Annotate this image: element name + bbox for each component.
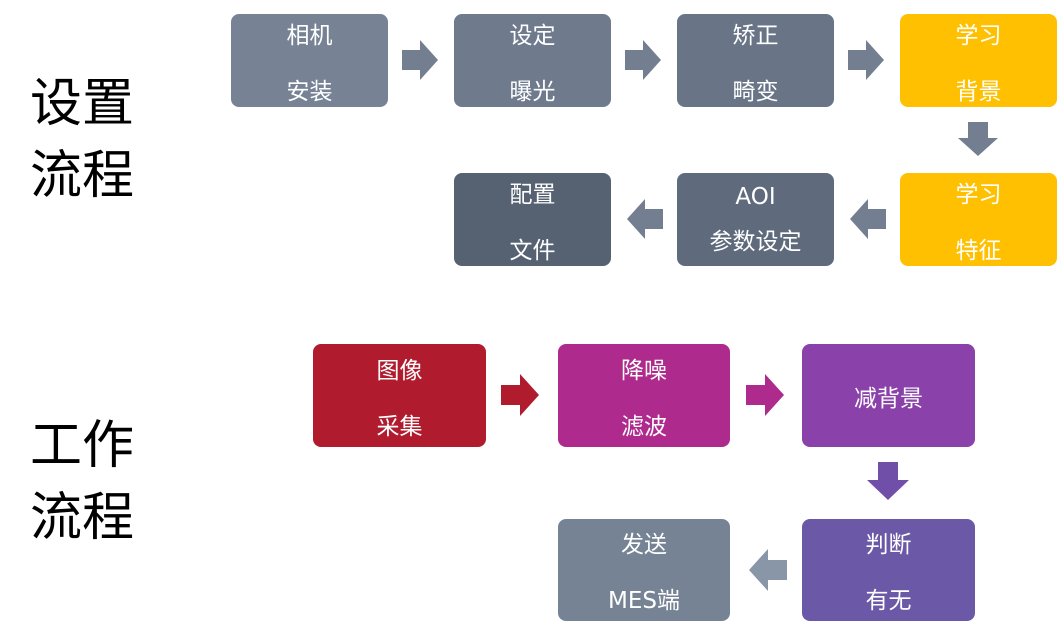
arrow-shape: [867, 462, 909, 500]
step-label-line1: 相机: [286, 22, 333, 49]
setup-title-line2: 流程: [30, 146, 135, 206]
arrow-down-icon: [867, 462, 909, 500]
step-image-capture: 图像 采集: [313, 344, 486, 447]
step-denoise-filter: 降噪 滤波: [558, 344, 730, 447]
step-label-line1: AOI: [735, 183, 776, 210]
work-flow-title: 工作 流程: [30, 410, 140, 554]
step-label-line1: 发送: [621, 532, 667, 558]
step-label-line2: 畸变: [732, 78, 779, 105]
step-label-line1: 减背景: [854, 385, 923, 412]
arrow-shape: [627, 199, 663, 239]
step-label-line1: 图像: [376, 357, 423, 384]
arrow-right-icon: [746, 374, 784, 416]
arrow-shape: [501, 374, 539, 416]
step-label-line2: 滤波: [621, 413, 667, 440]
step-label-line2: 安装: [286, 78, 333, 105]
step-label-line2: 有无: [865, 588, 912, 614]
step-label-line2: 背景: [955, 78, 1002, 105]
step-label-line1: 判断: [865, 532, 912, 558]
arrow-right-icon: [402, 40, 438, 80]
step-judge-presence: 判断 有无: [802, 519, 975, 621]
arrow-shape: [850, 199, 886, 239]
arrow-shape: [848, 40, 884, 80]
arrow-shape: [625, 40, 661, 80]
step-learn-features: 学习 特征: [900, 173, 1057, 266]
step-subtract-background: 减背景: [802, 344, 975, 447]
arrow-shape: [402, 40, 438, 80]
step-label-line1: 学习: [955, 22, 1002, 49]
step-label-line2: 特征: [955, 237, 1002, 264]
step-label-line1: 矫正: [732, 22, 779, 49]
step-label-line2: 参数设定: [709, 228, 802, 255]
arrow-right-icon: [625, 40, 661, 80]
arrow-down-icon: [958, 122, 998, 156]
step-config-file: 配置 文件: [454, 173, 611, 266]
step-send-to-mes: 发送 MES端: [558, 519, 730, 621]
arrow-shape: [958, 122, 998, 156]
work-title-line1: 工作: [30, 416, 135, 476]
step-label-line2: MES端: [608, 588, 680, 614]
setup-title-line1: 设置: [30, 74, 135, 134]
step-label-line2: 采集: [376, 413, 423, 440]
arrow-left-icon: [749, 549, 787, 591]
work-title-line2: 流程: [30, 488, 135, 548]
step-set-exposure: 设定 曝光: [454, 14, 611, 107]
step-label-line1: 学习: [955, 181, 1002, 208]
step-label-line2: 文件: [509, 237, 556, 264]
step-label-line1: 配置: [509, 181, 556, 208]
step-label-line2: 曝光: [509, 78, 556, 105]
setup-flow-title: 设置 流程: [30, 68, 140, 212]
step-camera-install: 相机 安装: [231, 14, 388, 107]
step-learn-background: 学习 背景: [900, 14, 1057, 107]
step-aoi-parameters: AOI 参数设定: [677, 173, 834, 266]
step-label-line1: 降噪: [621, 357, 667, 384]
step-label-line1: 设定: [509, 22, 556, 49]
arrow-left-icon: [850, 199, 886, 239]
step-correct-distortion: 矫正 畸变: [677, 14, 834, 107]
arrow-shape: [746, 374, 784, 416]
arrow-right-icon: [848, 40, 884, 80]
arrow-left-icon: [627, 199, 663, 239]
arrow-shape: [749, 549, 787, 591]
arrow-right-icon: [501, 374, 539, 416]
